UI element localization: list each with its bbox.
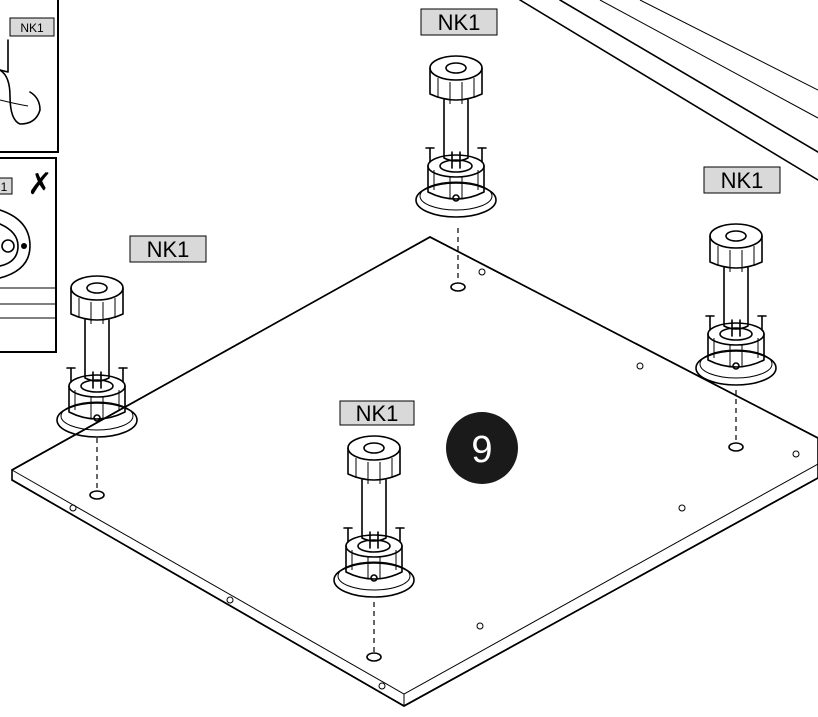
step-number-badge: 9 [446, 412, 518, 484]
wrong-mark-icon: ✗ [27, 167, 52, 202]
adjustable-foot-back [415, 55, 497, 218]
svg-text:9: 9 [471, 429, 492, 471]
part-label-front: NK1 [339, 400, 415, 426]
svg-text:1: 1 [1, 180, 8, 194]
leg-hole [89, 282, 744, 662]
adjustable-foot-right [695, 223, 777, 386]
svg-text:NK1: NK1 [438, 10, 481, 35]
svg-text:NK1: NK1 [356, 401, 399, 426]
adjustable-foot-left [56, 275, 138, 438]
adjustable-foot-front [333, 435, 415, 598]
svg-text:NK1: NK1 [20, 21, 44, 35]
base-panel [11, 228, 818, 707]
svg-text:NK1: NK1 [721, 168, 764, 193]
back-panel [519, 0, 818, 181]
part-label-left: NK1 [129, 235, 207, 263]
part-label-right: NK1 [703, 166, 781, 194]
part-label-back: NK1 [420, 8, 498, 36]
svg-text:NK1: NK1 [147, 237, 190, 262]
inset-wrong: 1 ✗ [0, 157, 57, 353]
inset-correct: NK1 [0, 0, 59, 153]
